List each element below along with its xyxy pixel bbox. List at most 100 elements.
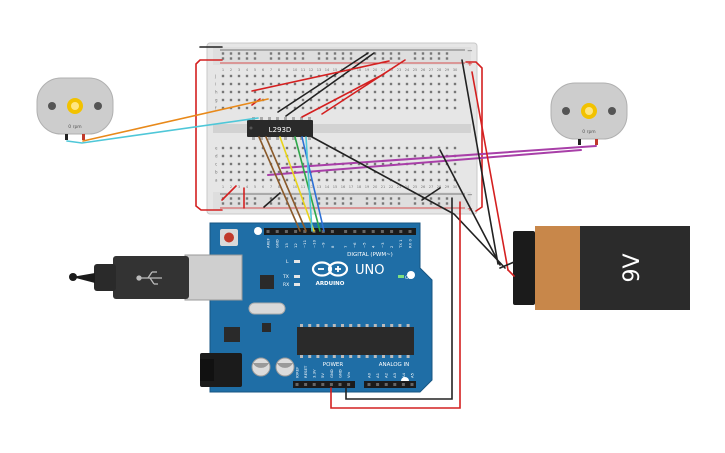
breadboard-hole[interactable]	[373, 162, 377, 166]
rail-hole[interactable]	[437, 197, 441, 200]
wire-yellow[interactable]	[279, 136, 315, 232]
rail-hole[interactable]	[397, 52, 401, 55]
breadboard-hole[interactable]	[405, 98, 409, 102]
rail-hole[interactable]	[245, 52, 249, 55]
breadboard-hole[interactable]	[301, 98, 305, 102]
rail-hole[interactable]	[325, 202, 329, 205]
breadboard-hole[interactable]	[357, 82, 361, 86]
breadboard-hole[interactable]	[269, 90, 273, 94]
breadboard-hole[interactable]	[405, 178, 409, 182]
breadboard-hole[interactable]	[437, 74, 441, 78]
breadboard-hole[interactable]	[237, 154, 241, 158]
wire-cyan-2[interactable]	[305, 136, 313, 232]
rail-hole[interactable]	[237, 197, 241, 200]
breadboard-hole[interactable]	[421, 82, 425, 86]
motor-left[interactable]: 0 rpm	[36, 77, 114, 140]
breadboard-hole[interactable]	[253, 146, 257, 150]
breadboard-hole[interactable]	[389, 154, 393, 158]
rail-hole[interactable]	[341, 57, 345, 60]
breadboard-hole[interactable]	[325, 146, 329, 150]
breadboard-hole[interactable]	[221, 98, 225, 102]
breadboard-hole[interactable]	[253, 82, 257, 86]
breadboard-hole[interactable]	[325, 106, 329, 110]
breadboard-hole[interactable]	[333, 82, 337, 86]
rail-hole[interactable]	[285, 57, 289, 60]
breadboard-hole[interactable]	[245, 162, 249, 166]
breadboard-hole[interactable]	[261, 106, 265, 110]
rail-hole[interactable]	[245, 197, 249, 200]
rail-hole[interactable]	[285, 52, 289, 55]
breadboard-hole[interactable]	[325, 154, 329, 158]
breadboard-hole[interactable]	[437, 162, 441, 166]
breadboard-hole[interactable]	[365, 106, 369, 110]
breadboard-hole[interactable]	[277, 90, 281, 94]
breadboard-hole[interactable]	[229, 98, 233, 102]
breadboard-hole[interactable]	[453, 170, 457, 174]
breadboard-hole[interactable]	[437, 106, 441, 110]
breadboard-hole[interactable]	[333, 146, 337, 150]
breadboard-hole[interactable]	[261, 90, 265, 94]
breadboard-hole[interactable]	[373, 106, 377, 110]
analog-pin-hole[interactable]	[384, 383, 388, 386]
rail-hole[interactable]	[349, 197, 353, 200]
rail-hole[interactable]	[285, 202, 289, 205]
wire-red-left-rail[interactable]	[195, 59, 223, 211]
rail-hole[interactable]	[349, 57, 353, 60]
breadboard-hole[interactable]	[445, 98, 449, 102]
breadboard-hole[interactable]	[277, 74, 281, 78]
rail-hole[interactable]	[445, 202, 449, 205]
breadboard-hole[interactable]	[301, 106, 305, 110]
rail-hole[interactable]	[349, 52, 353, 55]
wire-red-5v[interactable]	[330, 201, 461, 409]
rail-hole[interactable]	[229, 197, 233, 200]
breadboard-hole[interactable]	[381, 82, 385, 86]
rail-hole[interactable]	[365, 202, 369, 205]
rail-hole[interactable]	[429, 197, 433, 200]
breadboard-hole[interactable]	[341, 170, 345, 174]
rail-hole[interactable]	[317, 57, 321, 60]
breadboard-hole[interactable]	[405, 170, 409, 174]
breadboard-hole[interactable]	[221, 90, 225, 94]
breadboard-hole[interactable]	[301, 154, 305, 158]
breadboard-hole[interactable]	[405, 74, 409, 78]
wire-orange-motor-left[interactable]	[82, 98, 269, 142]
breadboard-hole[interactable]	[221, 146, 225, 150]
breadboard-hole[interactable]	[349, 74, 353, 78]
power-pin-hole[interactable]	[312, 383, 316, 386]
rail-hole[interactable]	[381, 52, 385, 55]
breadboard-hole[interactable]	[245, 178, 249, 182]
wire-black-rail-battery-2[interactable]	[439, 149, 501, 266]
breadboard-hole[interactable]	[389, 82, 393, 86]
digital-pin-hole[interactable]	[321, 230, 325, 233]
rail-hole[interactable]	[413, 202, 417, 205]
breadboard-hole[interactable]	[413, 90, 417, 94]
breadboard-hole[interactable]	[253, 178, 257, 182]
breadboard-hole[interactable]	[397, 146, 401, 150]
breadboard-hole[interactable]	[421, 146, 425, 150]
breadboard-hole[interactable]	[445, 82, 449, 86]
rail-hole[interactable]	[269, 52, 273, 55]
breadboard-hole[interactable]	[373, 154, 377, 158]
breadboard-hole[interactable]	[237, 178, 241, 182]
rail-hole[interactable]	[429, 57, 433, 60]
breadboard-hole[interactable]	[229, 146, 233, 150]
wire-purple-motor-right[interactable]	[267, 149, 582, 176]
rail-hole[interactable]	[237, 57, 241, 60]
rail-hole[interactable]	[325, 197, 329, 200]
breadboard-hole[interactable]	[445, 90, 449, 94]
analog-pin-hole[interactable]	[367, 383, 371, 386]
rail-hole[interactable]	[333, 197, 337, 200]
breadboard-hole[interactable]	[421, 90, 425, 94]
rail-hole[interactable]	[397, 202, 401, 205]
rail-hole[interactable]	[349, 202, 353, 205]
rail-hole[interactable]	[317, 197, 321, 200]
analog-pin-hole[interactable]	[401, 383, 405, 386]
breadboard-hole[interactable]	[221, 162, 225, 166]
breadboard-hole[interactable]	[333, 90, 337, 94]
breadboard-hole[interactable]	[277, 82, 281, 86]
breadboard-hole[interactable]	[381, 74, 385, 78]
breadboard-hole[interactable]	[245, 106, 249, 110]
breadboard-hole[interactable]	[381, 154, 385, 158]
rail-hole[interactable]	[373, 197, 377, 200]
